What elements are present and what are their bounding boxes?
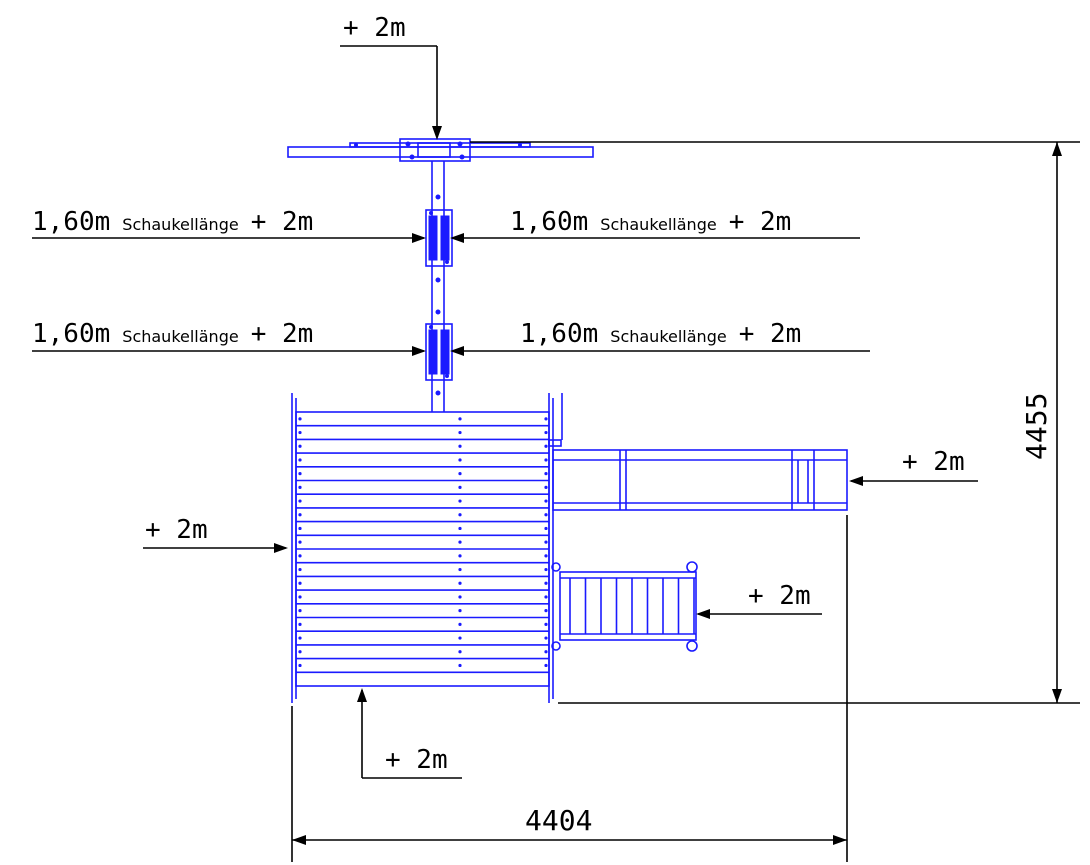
platform-bolt	[544, 444, 548, 448]
platform-bolt	[458, 526, 462, 531]
slide	[548, 439, 848, 511]
platform-bolt	[458, 663, 462, 668]
platform-bolt	[298, 430, 302, 435]
platform-bolt	[544, 485, 548, 489]
platform-bolt	[458, 554, 462, 558]
swing-upper-left-label: 1,60m Schaukellänge + 2m	[32, 207, 313, 237]
platform-bolt	[458, 458, 462, 462]
width-dimension-label: 4404	[525, 804, 592, 837]
platform-bolt	[298, 444, 302, 448]
platform-bolt	[458, 540, 462, 544]
swing-upper-right-label: 1,60m Schaukellänge + 2m	[510, 207, 791, 237]
platform-bolt	[458, 650, 462, 654]
platform-bolt	[544, 472, 548, 476]
slide-clearance-label: + 2m	[902, 447, 965, 477]
platform-bolt	[298, 595, 302, 599]
platform-bolt	[298, 526, 302, 531]
platform-bolt	[544, 622, 548, 626]
platform-bolt	[298, 499, 302, 503]
left-platform-clearance-label: + 2m	[145, 515, 208, 545]
platform-bolt	[458, 636, 462, 640]
platform-bolt	[544, 526, 548, 531]
swing-lower-right-label: 1,60m Schaukellänge + 2m	[520, 319, 801, 349]
platform-bolt	[458, 472, 462, 476]
platform-bolt	[298, 622, 302, 626]
platform-bolt	[298, 581, 302, 585]
height-dimension-label: 4455	[1020, 393, 1053, 460]
platform-bolt	[458, 485, 462, 489]
platform-bolt	[458, 499, 462, 503]
main-platform	[291, 393, 563, 703]
platform-bolt	[458, 417, 462, 421]
platform-bolt	[298, 513, 302, 517]
platform-bolt	[298, 472, 302, 476]
platform-bolt	[458, 595, 462, 599]
platform-bolt	[458, 444, 462, 448]
platform-bolt	[544, 609, 548, 613]
platform-bolt	[544, 554, 548, 558]
swing-seat-lower	[425, 309, 453, 396]
platform-bolt	[458, 513, 462, 517]
platform-bolt	[544, 567, 548, 572]
platform-bolt	[544, 417, 548, 421]
platform-bolt	[298, 458, 302, 462]
top-clearance-label: + 2m	[343, 13, 406, 43]
platform-bolt	[298, 567, 302, 572]
swing-top-beam	[287, 138, 594, 162]
platform-bolt	[458, 581, 462, 585]
platform-bolt	[298, 650, 302, 654]
platform-bolt	[298, 663, 302, 668]
platform-bolt	[298, 554, 302, 558]
annotation-lines	[32, 45, 1080, 862]
ladder	[551, 561, 698, 652]
platform-bolt	[298, 609, 302, 613]
platform-bolt	[298, 540, 302, 544]
platform-bolt	[544, 636, 548, 640]
platform-bolt	[544, 458, 548, 462]
platform-bolt	[458, 622, 462, 626]
ladder-clearance-label: + 2m	[748, 581, 811, 611]
platform-bolt	[298, 485, 302, 489]
platform-bolt	[458, 430, 462, 435]
platform-bolt	[298, 636, 302, 640]
platform-bolt	[544, 499, 548, 503]
platform-bolt	[544, 650, 548, 654]
platform-bolt	[458, 567, 462, 572]
platform-bolt	[458, 609, 462, 613]
platform-bolt	[544, 430, 548, 435]
swing-lower-left-label: 1,60m Schaukellänge + 2m	[32, 319, 313, 349]
platform-bolt	[298, 417, 302, 421]
platform-bolt	[544, 581, 548, 585]
platform-bolt	[544, 513, 548, 517]
platform-bolt	[544, 540, 548, 544]
platform-bolt	[544, 663, 548, 668]
bottom-platform-clearance-label: + 2m	[385, 745, 448, 775]
platform-bolt	[544, 595, 548, 599]
swing-seat-upper	[425, 194, 453, 283]
